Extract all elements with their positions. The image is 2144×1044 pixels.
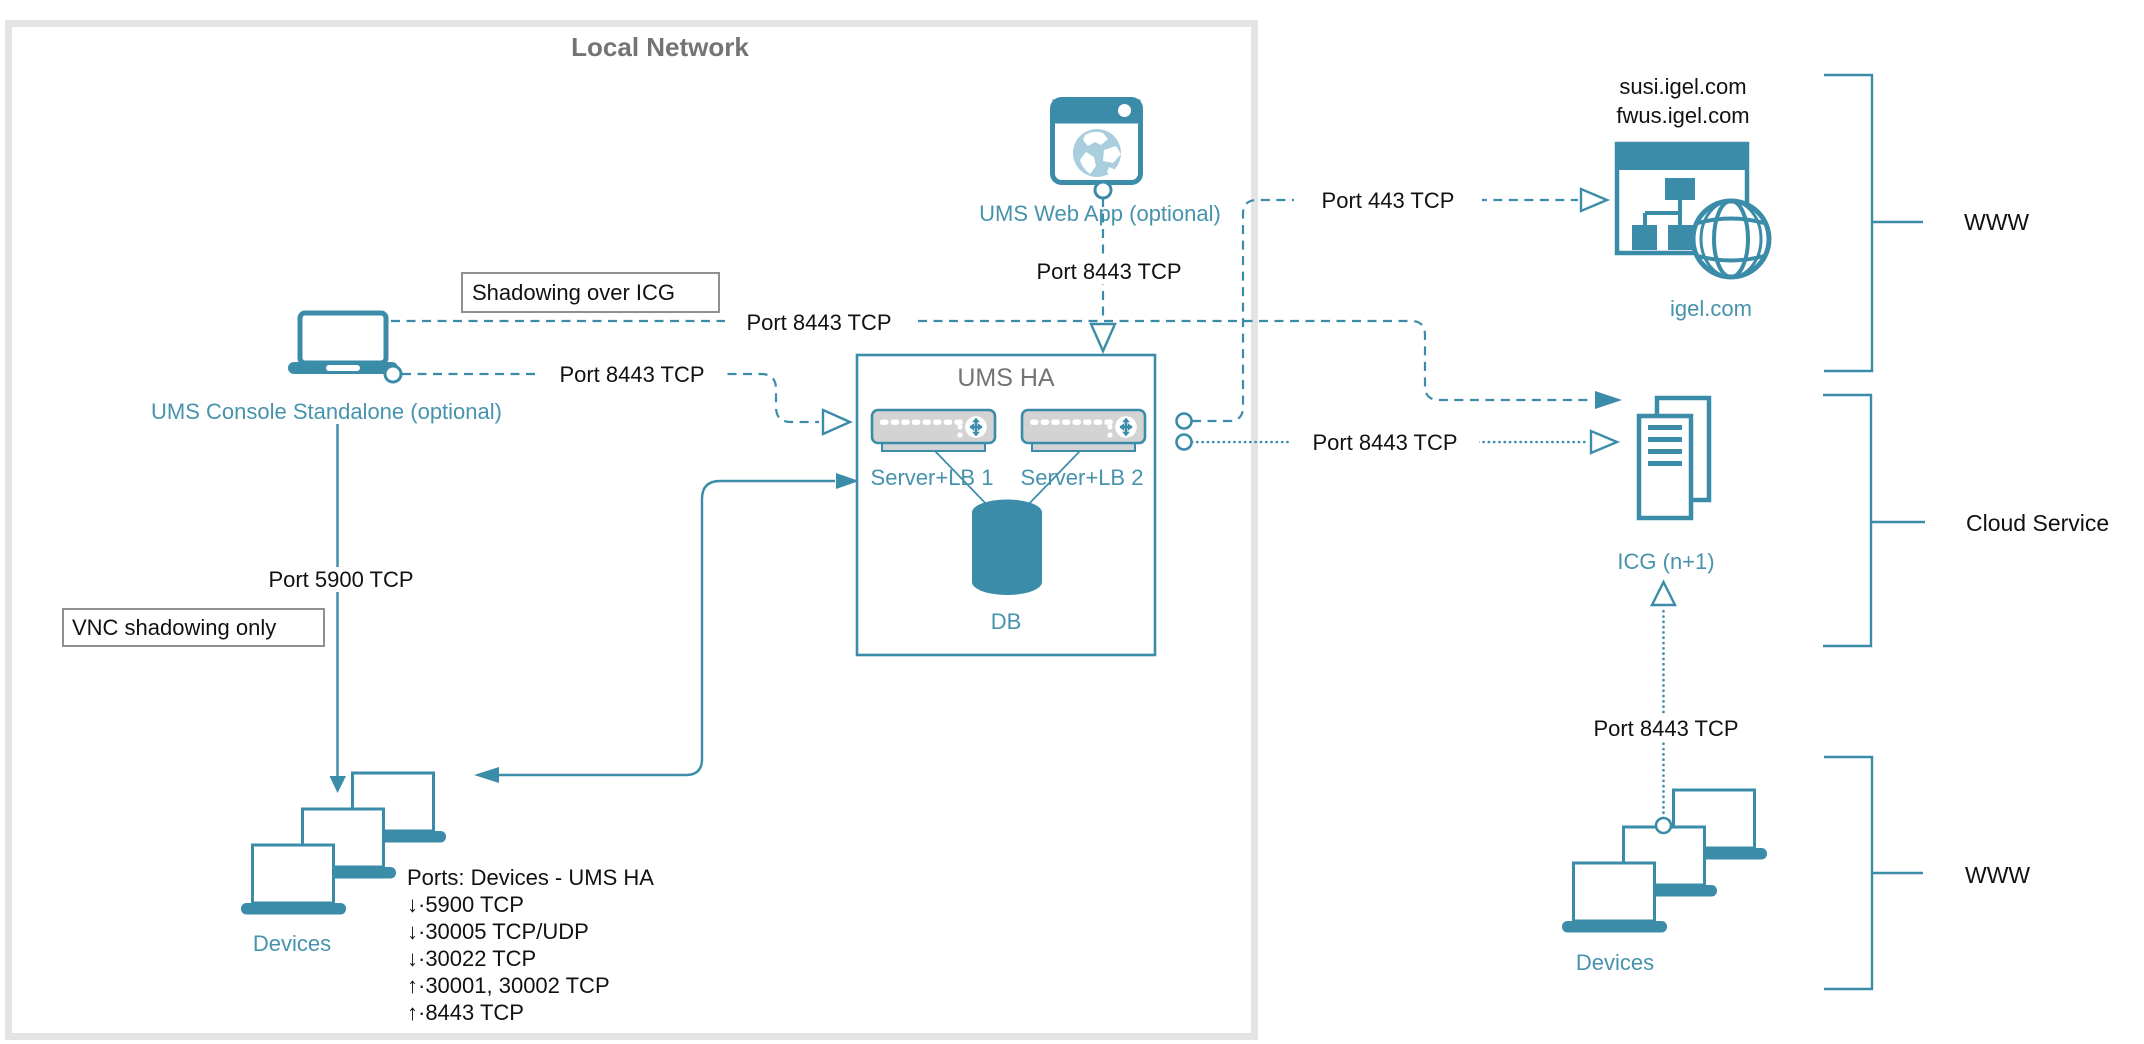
server-db-links xyxy=(934,450,1081,510)
webapp-label: UMS Web App (optional) xyxy=(979,201,1221,226)
cloud-service-bracket xyxy=(1823,393,1873,648)
db-label: DB xyxy=(990,609,1022,634)
devices-right-connector-circle xyxy=(1654,816,1673,835)
domain-susi: susi.igel.com xyxy=(1619,74,1747,99)
server-lb1-icon xyxy=(870,408,997,453)
zone-www-bottom: WWW xyxy=(1965,862,2031,888)
zone-cloud-service: Cloud Service xyxy=(1966,510,2110,536)
igelcom-label: igel.com xyxy=(1670,296,1752,321)
connector-circle-top xyxy=(1175,412,1193,430)
www-top-bracket xyxy=(1824,73,1874,373)
globe-wireframe-icon xyxy=(1690,198,1772,280)
devices-right-icon xyxy=(1560,788,1769,934)
browser-dot xyxy=(1118,104,1131,117)
devices-to-ums-line xyxy=(499,479,835,777)
icg-server-icon xyxy=(1636,395,1712,521)
port-8443-console-ums-label: Port 8443 TCP xyxy=(538,362,726,388)
ports-block-line: ↑·30001, 30002 TCP xyxy=(407,973,610,998)
server-lb2-label: Server+LB 2 xyxy=(1020,465,1144,490)
ports-block-line: ↑·8443 TCP xyxy=(407,1000,524,1025)
sitemap-glyph xyxy=(1632,178,1695,250)
port-8443-ums-icg-label: Port 8443 TCP xyxy=(1291,430,1479,456)
ports-block-line: ↓·30005 TCP/UDP xyxy=(407,919,589,944)
vnc-shadowing-callout: VNC shadowing only xyxy=(62,608,325,647)
port-8443-webapp-label: Port 8443 TCP xyxy=(1015,259,1203,285)
arrow-filled-left-devices xyxy=(474,767,499,783)
domain-fwus: fwus.igel.com xyxy=(1616,103,1750,128)
devices-left-label: Devices xyxy=(252,931,332,956)
arrow-filled-right-umsha xyxy=(836,473,859,489)
port-5900-label: Port 5900 TCP xyxy=(247,567,435,593)
icg-label: ICG (n+1) xyxy=(1617,549,1715,574)
console-label: UMS Console Standalone (optional) xyxy=(151,399,502,424)
webapp-connector-circle xyxy=(1093,180,1113,200)
arrow-open-right-ums xyxy=(821,408,853,436)
ums-ha-title: UMS HA xyxy=(957,364,1055,392)
connector-circle-bottom xyxy=(1175,433,1193,451)
server-lb1-label: Server+LB 1 xyxy=(870,465,994,490)
ports-block-line: ↓·5900 TCP xyxy=(407,892,524,917)
globe-icon xyxy=(1073,129,1121,177)
zone-www-top: WWW xyxy=(1964,209,2030,235)
console-laptop-icon xyxy=(288,310,403,384)
www-bottom-bracket xyxy=(1824,755,1874,991)
shadowing-over-icg-line xyxy=(391,319,1593,402)
arrow-open-up-icg xyxy=(1650,579,1677,607)
webapp-browser-icon xyxy=(1050,97,1143,200)
server-lb2-icon xyxy=(1020,408,1147,453)
arrow-open-right-igelcom xyxy=(1579,187,1611,213)
port-8443-devices-icg-label: Port 8443 TCP xyxy=(1572,716,1760,742)
ports-devices-umsha-block: Ports: Devices - UMS HA ↓·5900 TCP ↓·300… xyxy=(407,864,654,1026)
arrow-open-right-icg xyxy=(1589,429,1621,455)
console-connector-circle xyxy=(383,364,403,384)
arrow-open-down-umsha xyxy=(1089,322,1117,354)
local-network-title: Local Network xyxy=(571,32,749,62)
port-8443-console-icg-label: Port 8443 TCP xyxy=(725,310,913,336)
ports-block-title: Ports: Devices - UMS HA xyxy=(407,865,654,890)
devices-right-label: Devices xyxy=(1575,950,1655,975)
igelcom-site-icon xyxy=(1614,141,1772,280)
port-443-label: Port 443 TCP xyxy=(1294,188,1482,214)
arrow-filled-down-devices xyxy=(329,776,346,793)
shadowing-over-icg-callout: Shadowing over ICG xyxy=(461,272,720,313)
console-to-ums-line xyxy=(402,372,819,424)
ports-block-line: ↓·30022 TCP xyxy=(407,946,537,971)
ums-to-igelcom-line xyxy=(1192,198,1578,423)
arrow-filled-right-icg xyxy=(1595,391,1622,409)
database-icon xyxy=(972,499,1042,595)
